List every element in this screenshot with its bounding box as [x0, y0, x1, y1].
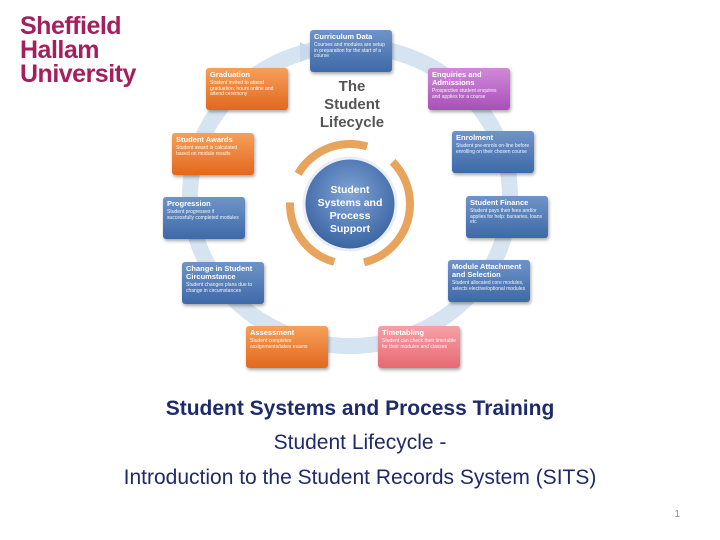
stage-title: Timetabling: [382, 328, 424, 337]
stage-description: Student completes assignments/takes exam…: [250, 338, 308, 350]
stage-assessment: Assessment Student completes assignments…: [246, 326, 328, 368]
stage-title: Student Finance: [470, 198, 529, 207]
center-line-1: Student: [330, 184, 370, 196]
center-line-3: Process: [329, 210, 371, 222]
stage-student-finance: Student Finance Student pays their fees …: [466, 196, 548, 238]
stage-curriculum-data: Curriculum Data Courses and modules are …: [310, 30, 392, 72]
center-circle: [302, 156, 398, 252]
stage-module-attachment: Module Attachment and Selection Student …: [448, 260, 530, 302]
stage-description: Student pre-enrols on-line before enroll…: [456, 143, 530, 155]
stage-title: Enquiries and Admissions: [432, 70, 482, 87]
stage-description: Courses and modules are setup in prepara…: [314, 42, 385, 59]
center-line-4: Support: [329, 223, 371, 235]
stage-description: Student award is calculated based on mod…: [176, 145, 238, 157]
stage-graduation: Graduation Student invited to attend gra…: [206, 68, 288, 110]
logo-line-1: Sheffield: [20, 12, 122, 40]
stage-title: Enrolment: [456, 133, 494, 142]
logo-line-2: Hallam: [20, 36, 99, 64]
stage-description: Student invited to attend graduation; ho…: [210, 80, 274, 97]
center-label: Student Systems and Process Support: [305, 184, 395, 236]
stage-description: Student progresses if successfully compl…: [167, 209, 239, 221]
stage-description: Student changes plans due to change in c…: [186, 282, 253, 294]
lifecycle-title: The Student Lifecycle: [300, 78, 404, 132]
university-logo: Sheffield Hallam University: [20, 12, 136, 88]
inner-ring: [286, 140, 414, 268]
logo-line-3: University: [20, 60, 136, 88]
stage-enrolment: Enrolment Student pre-enrols on-line bef…: [452, 131, 534, 173]
stage-title: Change in Student Circumstance: [186, 264, 253, 281]
stage-timetabling: Timetabling Student can check their time…: [378, 326, 460, 368]
stage-title: Curriculum Data: [314, 32, 373, 41]
heading-lifecycle: Student Lifecycle -: [273, 431, 447, 454]
stage-description: Prospective student enquires and applies…: [432, 88, 497, 100]
heading-training-title: Student Systems and Process Training: [165, 397, 555, 420]
stage-title: Graduation: [210, 70, 251, 79]
page-number: 1: [674, 509, 680, 520]
stage-description: Student pays their fees and/or applies f…: [470, 208, 542, 225]
stage-student-awards: Student Awards Student award is calculat…: [172, 133, 254, 175]
stage-description: Student allocated core modules, selects …: [452, 280, 526, 292]
stage-title: Module Attachment and Selection: [452, 262, 522, 279]
lifecycle-title-line-2: Student: [324, 96, 380, 113]
center-line-2: Systems and: [317, 197, 383, 209]
stage-enquiries-admissions: Enquiries and Admissions Prospective stu…: [428, 68, 510, 110]
lifecycle-title-line-3: Lifecycle: [319, 114, 385, 131]
stage-title: Progression: [167, 199, 211, 208]
stage-title: Assessment: [250, 328, 295, 337]
ring-arrow-icon: [300, 42, 318, 62]
heading-introduction: Introduction to the Student Records Syst…: [123, 466, 597, 489]
lifecycle-title-line-1: The: [338, 78, 366, 95]
stage-progression: Progression Student progresses if succes…: [163, 197, 245, 239]
stage-change-in-circumstance: Change in Student Circumstance Student c…: [182, 262, 264, 304]
stage-title: Student Awards: [176, 135, 233, 144]
stage-description: Student can check their timetable for th…: [382, 338, 456, 350]
